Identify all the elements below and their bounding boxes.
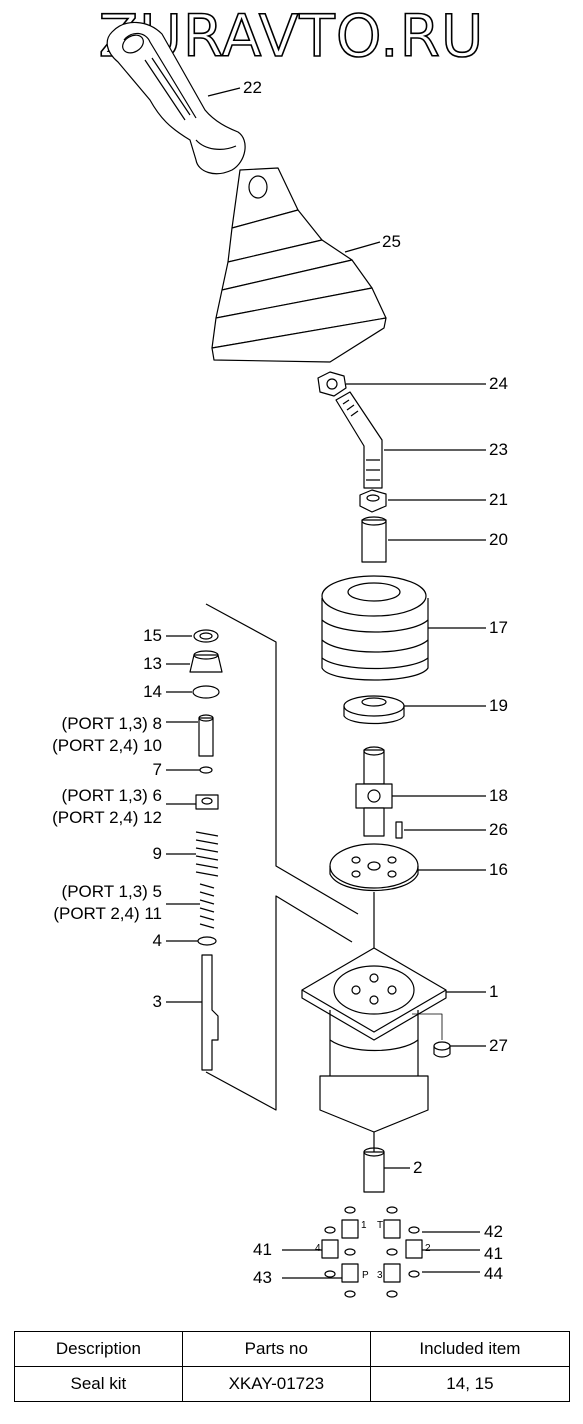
plug-27 <box>433 1041 451 1058</box>
body-1 <box>301 947 447 1133</box>
callout-4: 4 <box>152 931 162 950</box>
callout-24: 24 <box>489 374 508 393</box>
port-mark-2: 2 <box>425 1243 431 1254</box>
bellows-cap-17 <box>321 575 429 681</box>
port-mark-1: 1 <box>361 1220 367 1231</box>
callout-5: (PORT 1,3) 5 <box>61 882 162 901</box>
parts-drawing <box>106 21 486 1298</box>
plate-16 <box>329 843 419 891</box>
callout-17: 17 <box>489 618 508 637</box>
callout-15: 15 <box>143 626 162 645</box>
callout-10: (PORT 2,4) 10 <box>52 736 162 755</box>
nut-24 <box>317 371 347 397</box>
callout-26: 26 <box>489 820 508 839</box>
left-parts <box>189 629 223 1071</box>
callout-42: 42 <box>484 1222 503 1241</box>
callout-43: 43 <box>253 1268 272 1287</box>
callout-44: 44 <box>484 1264 503 1283</box>
leader-lines <box>166 87 486 1279</box>
callout-20: 20 <box>489 530 508 549</box>
callout-21: 21 <box>489 490 508 509</box>
callout-19: 19 <box>489 696 508 715</box>
callout-8: (PORT 1,3) 8 <box>61 714 162 733</box>
cell-parts-no: XKAY-01723 <box>181 1366 371 1402</box>
callout-9: 9 <box>152 844 162 863</box>
callout-25: 25 <box>382 232 401 251</box>
callout-13: 13 <box>143 654 162 673</box>
callout-41-left: 41 <box>253 1240 272 1259</box>
table-header-row: Description Parts no Included item <box>14 1331 571 1367</box>
pin-26 <box>395 821 403 839</box>
callout-23: 23 <box>489 440 508 459</box>
boot-25 <box>211 167 387 363</box>
bent-rod-23 <box>335 391 383 489</box>
callout-2: 2 <box>413 1158 423 1177</box>
callout-3: 3 <box>152 992 162 1011</box>
port-fittings <box>321 1206 423 1298</box>
seal-kit-table: Description Parts no Included item Seal … <box>14 1331 571 1402</box>
table-row: Seal kit XKAY-01723 14, 15 <box>14 1366 571 1402</box>
callout-27: 27 <box>489 1036 508 1055</box>
port-mark-t: T <box>377 1220 384 1231</box>
port-mark-4: 4 <box>315 1243 321 1254</box>
callout-6: (PORT 1,3) 6 <box>61 786 162 805</box>
callout-16: 16 <box>489 860 508 879</box>
port-mark-3: 3 <box>377 1270 383 1281</box>
callout-18: 18 <box>489 786 508 805</box>
cell-included-item: 14, 15 <box>369 1366 571 1402</box>
callout-22: 22 <box>243 78 262 97</box>
callout-1: 1 <box>489 982 499 1001</box>
universal-joint-18 <box>355 746 393 837</box>
assembly-lines <box>205 603 375 1152</box>
callout-7: 7 <box>152 760 162 779</box>
sleeve-2 <box>363 1147 385 1193</box>
port-mark-p: P <box>362 1270 369 1281</box>
callout-14: 14 <box>143 682 162 701</box>
lever-grip-22 <box>106 21 246 175</box>
nut-21 <box>359 489 387 513</box>
callout-41-right: 41 <box>484 1244 503 1263</box>
callout-12: (PORT 2,4) 12 <box>52 808 162 827</box>
cell-description: Seal kit <box>14 1366 183 1402</box>
callout-11: (PORT 2,4) 11 <box>53 904 162 923</box>
coupling-20 <box>361 516 387 563</box>
header-included-item: Included item <box>369 1331 571 1367</box>
header-parts-no: Parts no <box>181 1331 371 1367</box>
plate-19 <box>343 695 405 725</box>
header-description: Description <box>14 1331 183 1367</box>
